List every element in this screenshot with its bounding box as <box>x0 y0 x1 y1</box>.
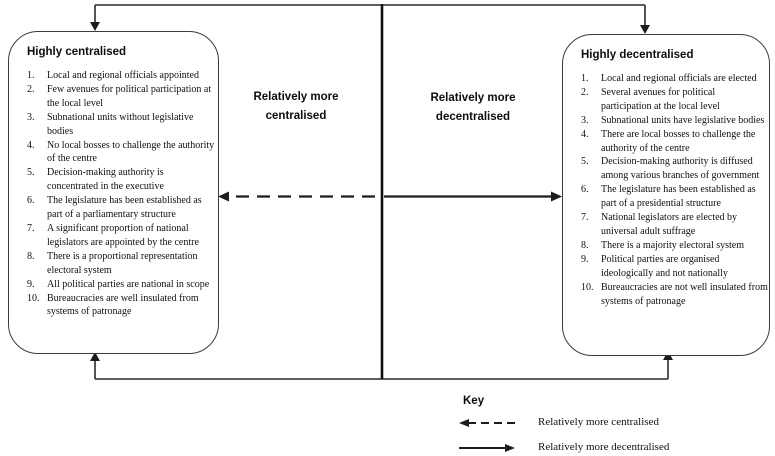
list-item: Several avenues for political participat… <box>581 86 720 112</box>
list-item: Subnational units have legislative bodie… <box>581 114 765 128</box>
relatively-more-decentralised-label: Relatively more decentralised <box>430 92 516 123</box>
list-item: There is a majority electoral system <box>581 239 745 253</box>
highly-decentralised-panel: Highly decentralised Local and regional … <box>562 34 770 356</box>
decentralised-arrowhead-icon <box>551 191 562 202</box>
list-item: A significant proportion of national leg… <box>27 222 199 248</box>
key-entry-label: Relatively more centralised <box>538 416 659 428</box>
top-connector <box>94 4 646 26</box>
list-item: No local bosses to challenge the authori… <box>27 139 215 165</box>
list-item: All political parties are national in sc… <box>27 278 210 292</box>
list-item: The legislature has been established as … <box>581 183 756 210</box>
key-entry-label: Relatively more decentralised <box>538 441 670 453</box>
panel-title: Highly centralised <box>27 46 127 58</box>
top-left-arrowhead-icon <box>90 22 100 31</box>
key-dashed-left-arrow-icon <box>459 419 515 427</box>
list-item: Bureaucracies are not well insulated fro… <box>581 281 768 307</box>
bottom-connector <box>94 360 669 380</box>
list-item: Decision-making authority is concentrate… <box>27 166 164 193</box>
list-item: National legislators are elected by univ… <box>581 211 738 237</box>
centralised-arrowhead-icon <box>218 191 229 202</box>
key-solid-right-arrow-icon <box>459 444 515 452</box>
list-item: Subnational units without legislative bo… <box>27 111 194 137</box>
relatively-more-centralised-label: Relatively more centralised <box>253 91 339 122</box>
list-item: Bureaucracies are well insulated from sy… <box>27 292 199 318</box>
list-item: There is a proportional representation e… <box>27 250 198 276</box>
list-item: Few avenues for political participation … <box>27 83 212 109</box>
centralised-feature-list: Local and regional officials appointed F… <box>9 69 218 319</box>
decentralised-feature-list: Local and regional officials are elected… <box>563 72 769 308</box>
key-title: Key <box>463 395 485 407</box>
highly-centralised-panel: Highly centralised Local and regional of… <box>8 31 219 354</box>
list-item: Local and regional officials appointed <box>27 69 199 83</box>
panel-title: Highly decentralised <box>581 49 694 61</box>
list-item: There are local bosses to challenge the … <box>581 128 756 154</box>
list-item: Local and regional officials are elected <box>581 72 757 86</box>
top-right-arrowhead-icon <box>640 25 650 34</box>
list-item: Political parties are organised ideologi… <box>581 253 728 279</box>
list-item: Decision-making authority is diffused am… <box>581 155 760 182</box>
list-item: The legislature has been established as … <box>27 194 202 221</box>
